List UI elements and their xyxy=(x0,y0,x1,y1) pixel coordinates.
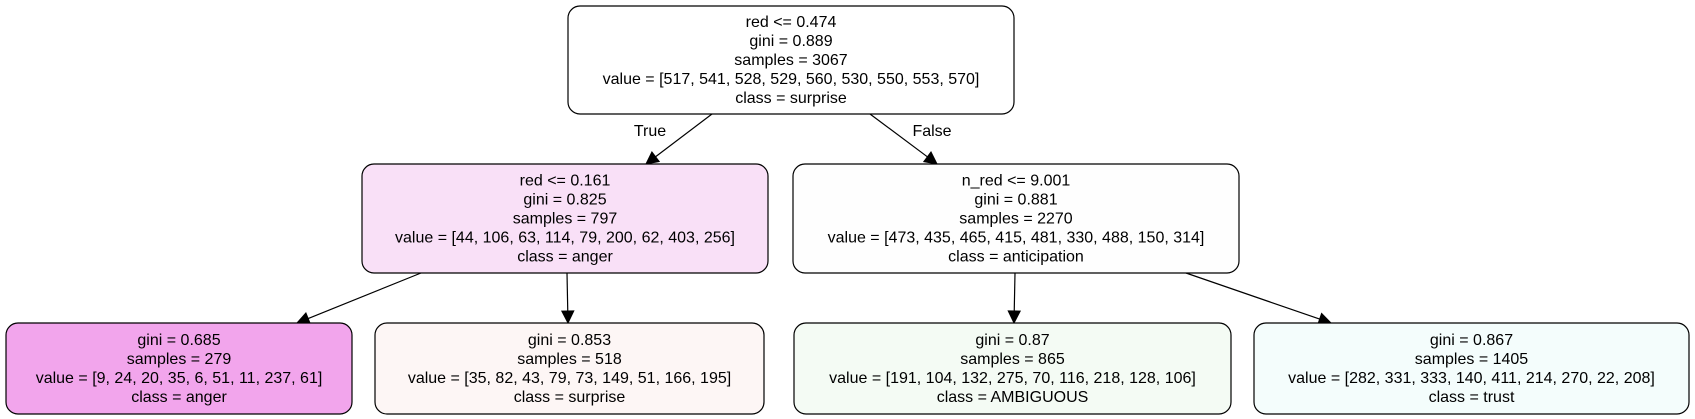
node-text-line: gini = 0.825 xyxy=(523,192,606,209)
node-text-line: gini = 0.889 xyxy=(749,33,832,50)
tree-node-root: red <= 0.474 gini = 0.889 samples = 3067 va… xyxy=(567,5,1015,115)
arrowhead-icon xyxy=(560,310,575,325)
edge-line xyxy=(307,272,422,320)
node-text-line: class = surprise xyxy=(735,90,847,107)
node-text-line: samples = 518 xyxy=(517,351,622,368)
node-text-line: value = [35, 82, 43, 79, 73, 149, 51, 16… xyxy=(408,370,731,387)
node-box xyxy=(793,322,1232,415)
tree-node-rr: gini = 0.867 samples = 1405 value = [282, … xyxy=(1253,322,1690,415)
node-box xyxy=(361,163,769,274)
node-text-line: value = [473, 435, 465, 415, 481, 330, 4… xyxy=(828,230,1205,247)
node-text-line: red <= 0.161 xyxy=(520,173,611,190)
edge-line xyxy=(1013,272,1016,312)
edge-line xyxy=(869,113,928,158)
node-text-line: samples = 279 xyxy=(127,351,232,368)
edge-line xyxy=(566,272,569,312)
node-text-line: samples = 2270 xyxy=(959,211,1073,228)
edges-layer: True False xyxy=(295,113,1333,326)
node-box xyxy=(1253,322,1690,415)
edge-label-false: False xyxy=(912,123,951,140)
tree-node-lr: gini = 0.853 samples = 518 value = [35, 82… xyxy=(374,322,765,415)
node-box xyxy=(792,163,1240,274)
edge-label-true: True xyxy=(634,123,666,140)
edge-left-to-ll xyxy=(295,272,422,325)
tree-node-right: n_red <= 9.001 gini = 0.881 samples = 2270… xyxy=(792,163,1240,274)
node-box xyxy=(374,322,765,415)
node-text-line: class = anticipation xyxy=(948,249,1084,266)
node-text-line: gini = 0.685 xyxy=(137,332,220,349)
node-box xyxy=(567,5,1015,115)
node-text-line: value = [9, 24, 20, 35, 6, 51, 11, 237, … xyxy=(36,370,323,387)
node-text-line: gini = 0.867 xyxy=(1430,332,1513,349)
edge-left-to-lr xyxy=(560,272,575,325)
node-text-line: samples = 797 xyxy=(513,211,618,228)
node-text-line: gini = 0.87 xyxy=(975,332,1049,349)
arrowhead-icon xyxy=(645,151,661,165)
node-text-line: class = trust xyxy=(1429,389,1515,406)
tree-node-ll: gini = 0.685 samples = 279 value = [9, 24,… xyxy=(5,322,353,415)
edge-line xyxy=(655,113,713,158)
node-box xyxy=(5,322,353,415)
node-text-line: value = [191, 104, 132, 275, 70, 116, 21… xyxy=(829,370,1196,387)
node-text-line: class = anger xyxy=(517,249,613,266)
edge-right-to-rl xyxy=(1007,272,1022,325)
nodes-layer: red <= 0.474 gini = 0.889 samples = 3067 va… xyxy=(5,5,1690,415)
node-text-line: value = [282, 331, 333, 140, 411, 214, 2… xyxy=(1288,370,1655,387)
arrowhead-icon xyxy=(1007,310,1022,325)
node-text-line: samples = 865 xyxy=(960,351,1065,368)
arrowhead-icon xyxy=(922,151,938,165)
edge-line xyxy=(1185,272,1320,320)
node-text-line: gini = 0.881 xyxy=(974,192,1057,209)
node-text-line: class = AMBIGUOUS xyxy=(937,389,1089,406)
tree-node-rl: gini = 0.87 samples = 865 value = [191, 10… xyxy=(793,322,1232,415)
node-text-line: red <= 0.474 xyxy=(746,14,837,31)
node-text-line: class = surprise xyxy=(514,389,626,406)
node-text-line: gini = 0.853 xyxy=(528,332,611,349)
node-text-line: class = anger xyxy=(131,389,227,406)
edge-root-to-right: False xyxy=(869,113,952,165)
edge-right-to-rr xyxy=(1185,272,1333,326)
tree-node-left: red <= 0.161 gini = 0.825 samples = 797 val… xyxy=(361,163,769,274)
node-text-line: value = [517, 541, 528, 529, 560, 530, 5… xyxy=(603,71,980,88)
node-text-line: samples = 3067 xyxy=(734,52,848,69)
node-text-line: value = [44, 106, 63, 114, 79, 200, 62, … xyxy=(395,230,735,247)
edge-root-to-left: True xyxy=(634,113,713,165)
node-text-line: samples = 1405 xyxy=(1415,351,1529,368)
node-text-line: n_red <= 9.001 xyxy=(962,173,1071,190)
